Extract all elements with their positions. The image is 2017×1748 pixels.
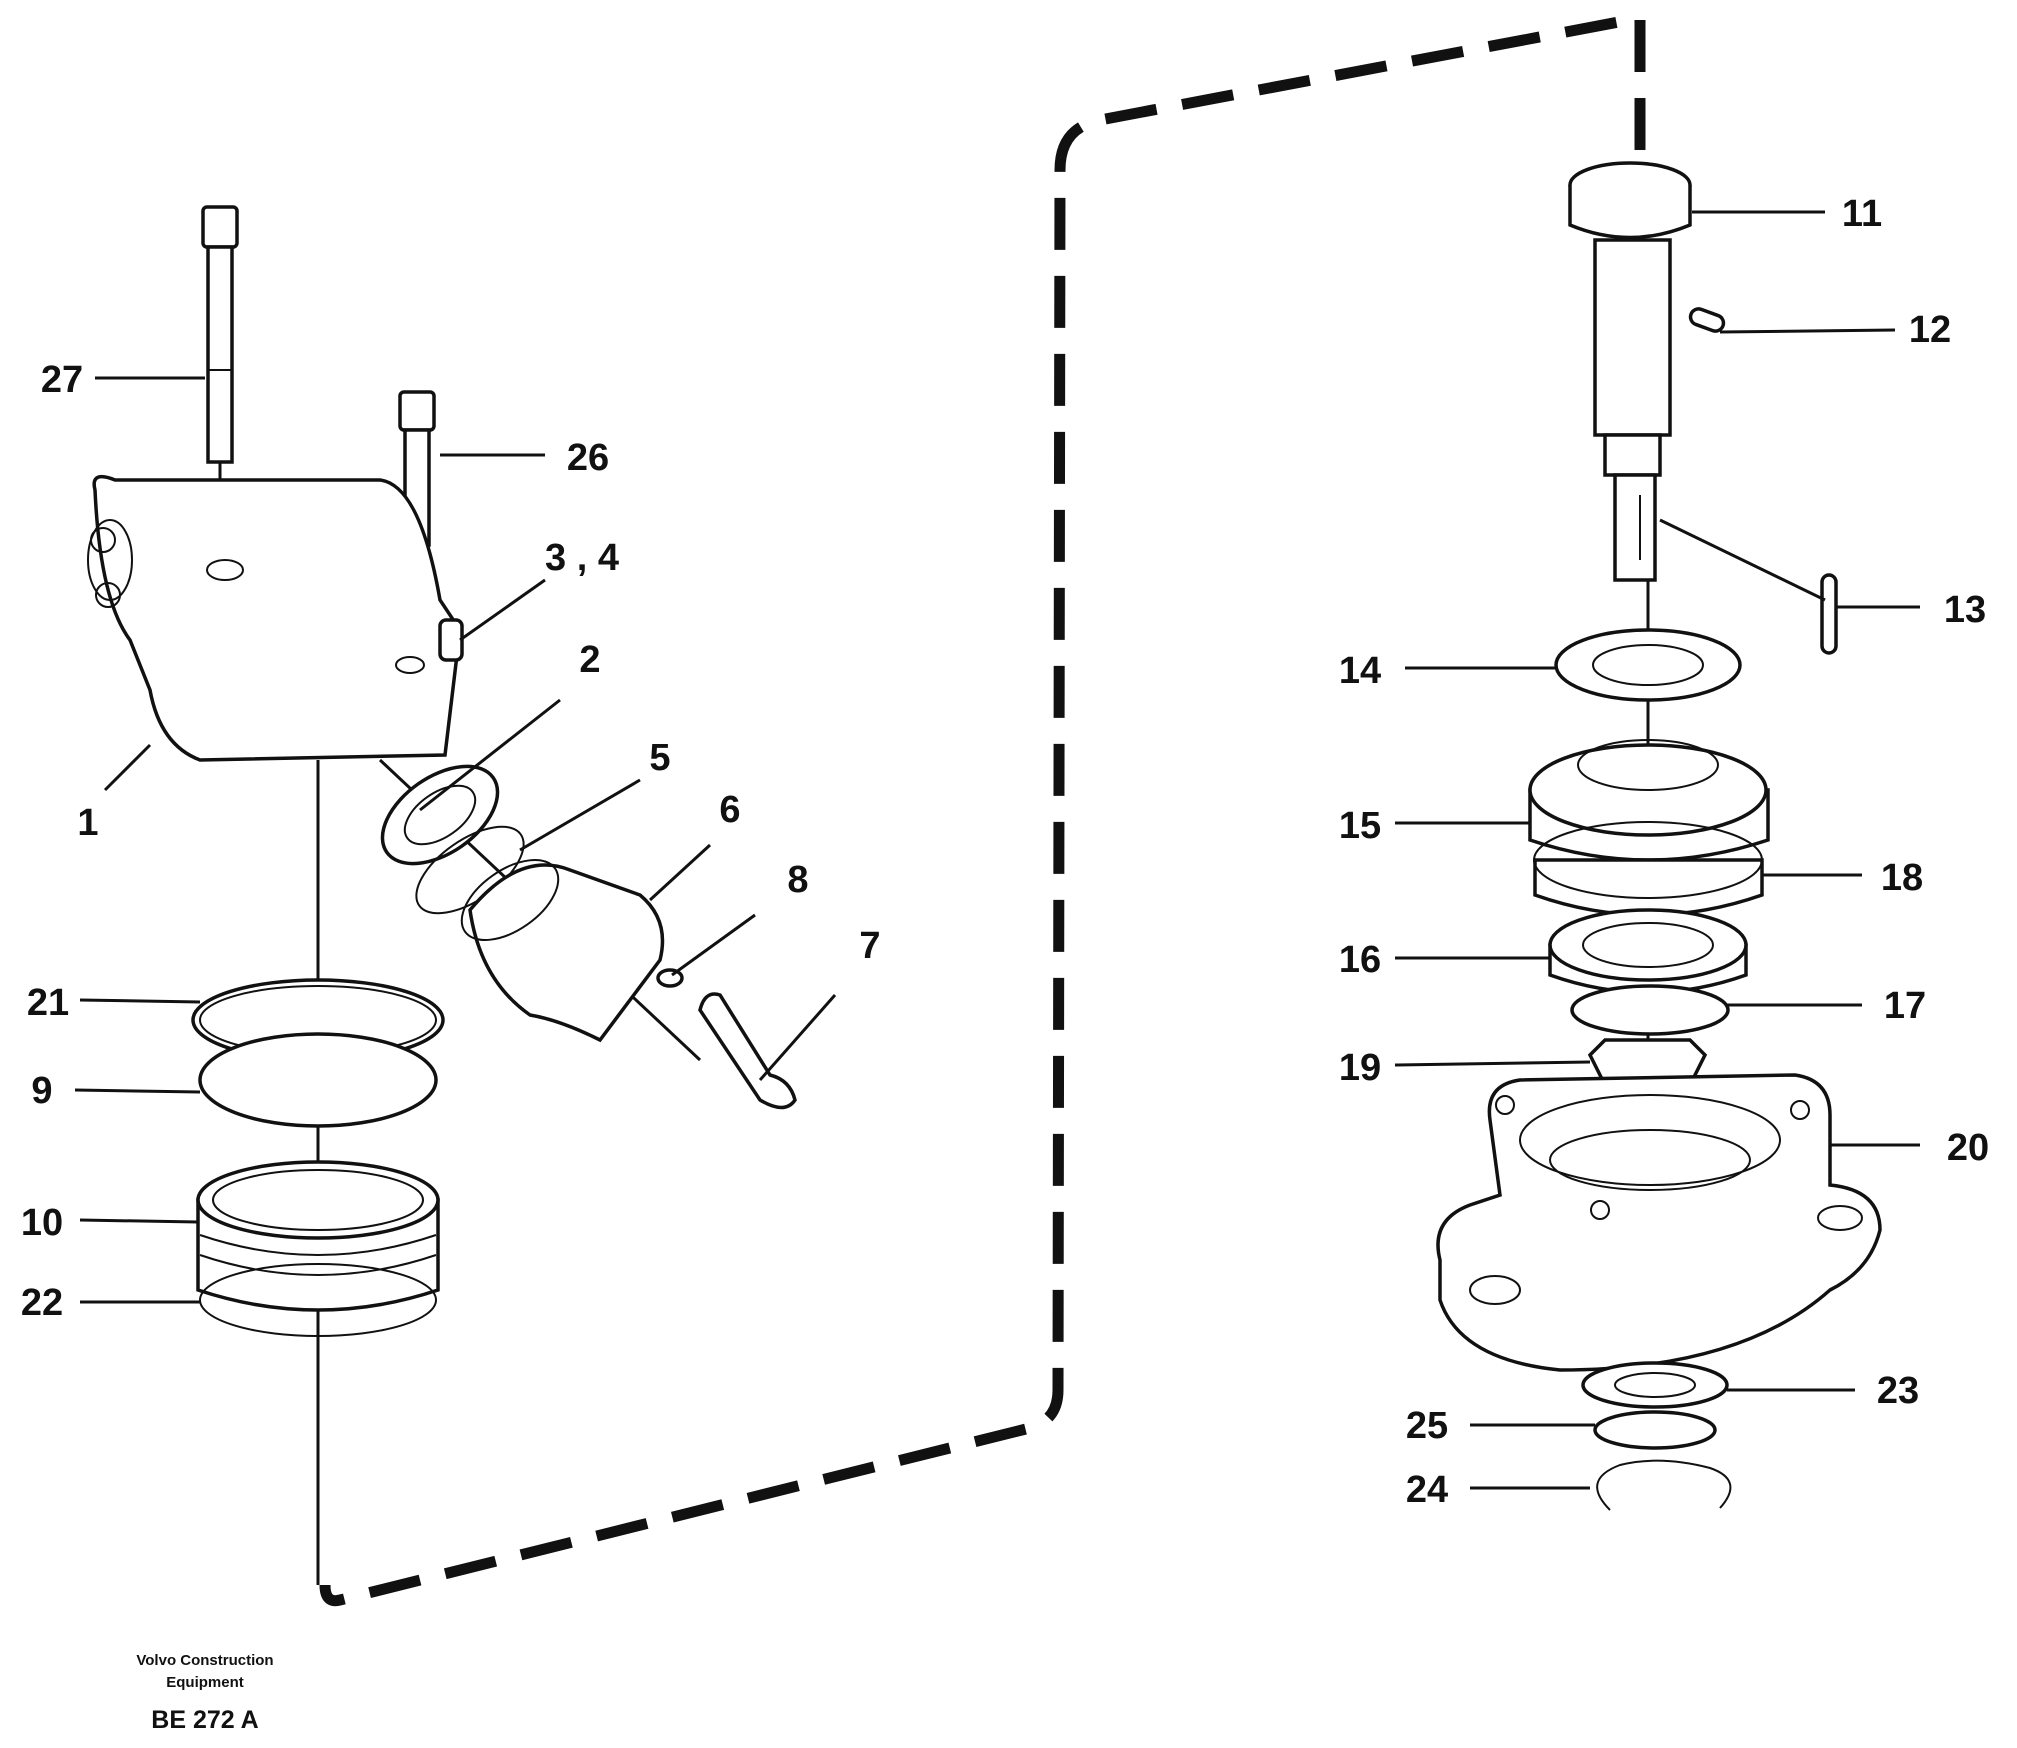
company-line-2: Equipment: [166, 1674, 244, 1691]
callout-15: 15: [1339, 805, 1381, 847]
callout-7: 7: [859, 925, 880, 967]
gear-6: [460, 859, 665, 1043]
callout-3-4: 3 , 4: [545, 537, 619, 579]
ring-9: [198, 1032, 438, 1128]
housing-20: [1436, 1073, 1882, 1372]
callout-2: 2: [579, 639, 600, 681]
disk-2: [380, 764, 500, 866]
company-line-1: Volvo Construction: [136, 1652, 273, 1669]
callout-12: 12: [1909, 309, 1951, 351]
dashed-connection-path: [319, 11, 1646, 1607]
callout-6: 6: [719, 789, 740, 831]
callout-14: 14: [1339, 650, 1381, 692]
shaft-11: [1568, 161, 1692, 582]
callout-10: 10: [21, 1202, 63, 1244]
callout-17: 17: [1884, 985, 1926, 1027]
callout-24: 24: [1406, 1469, 1448, 1511]
bearing-16: [1548, 908, 1748, 995]
callout-21: 21: [27, 982, 69, 1024]
callout-26: 26: [567, 437, 609, 479]
callout-8: 8: [787, 859, 808, 901]
callout-16: 16: [1339, 939, 1381, 981]
bolt-27: [201, 205, 239, 464]
leader-lines: [74, 210, 1920, 1490]
drawing-code: BE 272 A: [151, 1706, 258, 1734]
lock-washer-17: [1570, 984, 1730, 1036]
callout-19: 19: [1339, 1047, 1381, 1089]
housing-1: [87, 474, 464, 762]
pin-12: [1688, 307, 1726, 333]
ring-25: [1593, 1410, 1717, 1450]
callout-22: 22: [21, 1282, 63, 1324]
circlip-24: [1596, 1459, 1732, 1511]
pin-7: [698, 992, 797, 1110]
axis-lines: [218, 250, 1650, 1585]
callout-9: 9: [31, 1070, 52, 1112]
callout-11: 11: [1842, 193, 1882, 235]
key-13: [1820, 573, 1838, 655]
callout-13: 13: [1944, 589, 1986, 631]
callout-20: 20: [1947, 1127, 1989, 1169]
callout-27: 27: [41, 359, 83, 401]
callout-1: 1: [77, 802, 98, 844]
callout-5: 5: [649, 737, 670, 779]
callout-18: 18: [1881, 857, 1923, 899]
ring-22: [199, 1263, 437, 1337]
callout-25: 25: [1406, 1405, 1448, 1447]
ring-8: [656, 968, 684, 988]
callout-23: 23: [1877, 1370, 1919, 1412]
bevel-gear-14: [1554, 628, 1742, 702]
bearing-15: [1528, 739, 1770, 862]
piston-10: [196, 1160, 440, 1312]
bearing-23: [1581, 1361, 1729, 1409]
